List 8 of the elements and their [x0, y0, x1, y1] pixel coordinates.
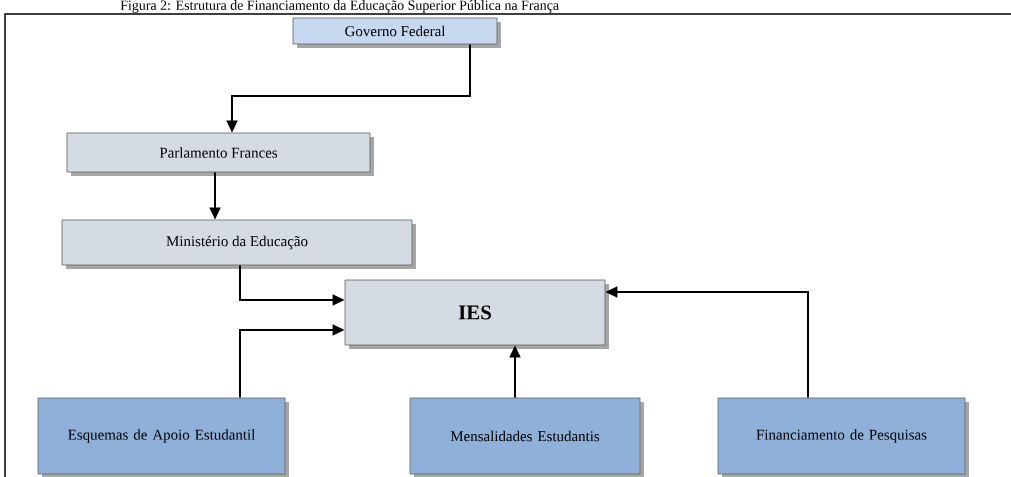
- process-box: Esquemas de Apoio Estudantil: [37, 397, 289, 477]
- process-box: Ministério da Educação: [61, 219, 416, 269]
- figure-title: Figura 2: Estrutura de Financiamento da Educação Superior Pública na França: [120, 0, 559, 13]
- process-box: Financiamento de Pesquisas: [717, 397, 969, 477]
- process-box: Mensalidades Estudantis: [409, 397, 644, 477]
- process-box: IES: [344, 279, 609, 349]
- process-box: Governo Federal: [292, 17, 501, 48]
- process-box: Parlamento Frances: [66, 132, 374, 176]
